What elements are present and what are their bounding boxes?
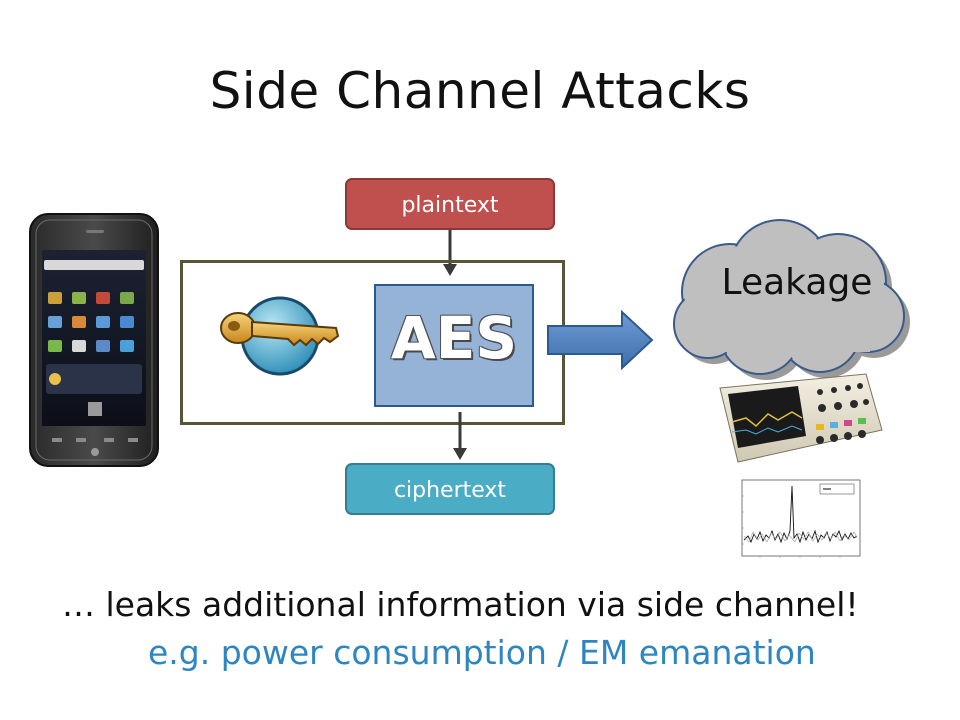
key-icon	[220, 296, 340, 376]
aes-label: AES	[390, 304, 518, 372]
ciphertext-box: ciphertext	[345, 463, 555, 515]
smartphone-image	[29, 213, 159, 467]
leakage-label: Leakage	[721, 262, 873, 303]
leak-statement: … leaks additional information via side …	[62, 585, 859, 624]
leakage-cloud	[673, 219, 910, 380]
plaintext-box: plaintext	[345, 178, 555, 230]
slide-title: Side Channel Attacks	[209, 62, 751, 120]
leakage-arrow	[547, 310, 654, 370]
aes-block	[374, 284, 534, 407]
output-arrow	[453, 412, 467, 460]
power-trace-plot	[730, 476, 865, 568]
example-note: e.g. power consumption / EM emanation	[148, 633, 816, 672]
oscilloscope-image	[719, 373, 883, 463]
